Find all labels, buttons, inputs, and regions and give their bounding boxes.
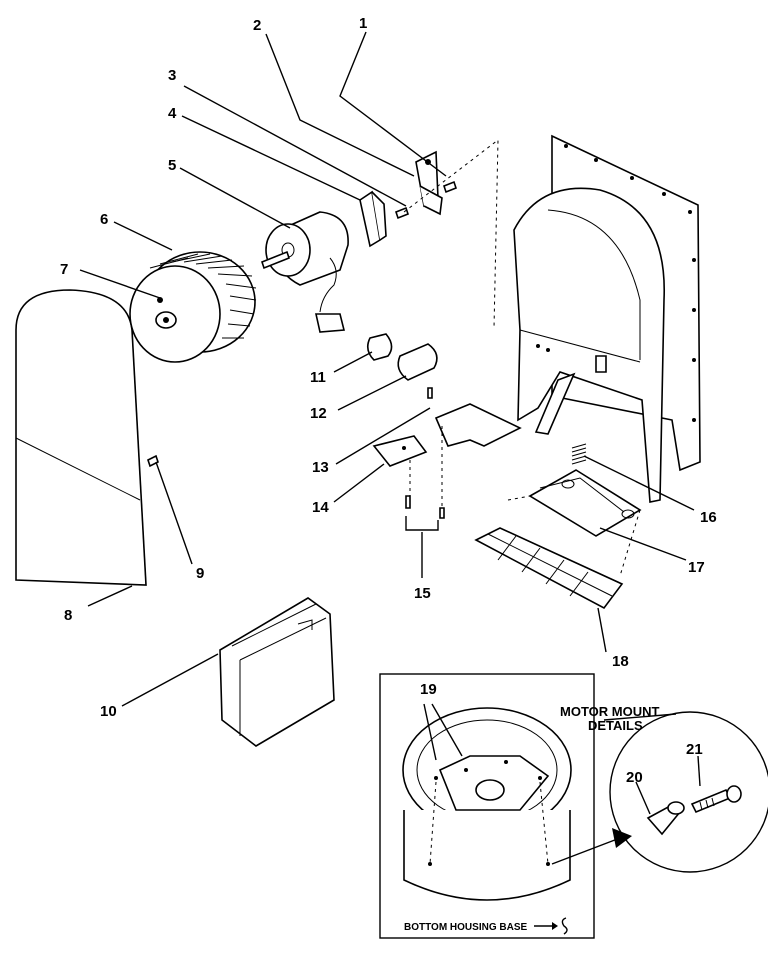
leader-lines	[79, 31, 701, 815]
label-7: 7	[60, 261, 68, 278]
motor	[261, 211, 349, 333]
label-14: 14	[312, 499, 329, 516]
bracket-bolt	[395, 206, 409, 220]
motor-mount-title-line1: MOTOR MOUNT	[560, 704, 659, 719]
label-3: 3	[168, 67, 176, 84]
label-17: 17	[688, 559, 705, 576]
switch-plate	[372, 435, 428, 467]
label-18: 18	[612, 653, 629, 670]
filter-box	[219, 597, 335, 747]
label-16: 16	[700, 509, 717, 526]
bottom-housing-inset	[379, 673, 632, 939]
motor-mount-grommet	[646, 801, 685, 836]
label-4: 4	[168, 105, 177, 122]
label-6: 6	[100, 211, 108, 228]
capacitor-clip	[366, 333, 393, 361]
label-2: 2	[253, 17, 261, 34]
mounting-screws	[405, 387, 445, 519]
motor-mount-title-line2: DETAILS	[588, 718, 643, 733]
grille	[474, 527, 624, 610]
label-1: 1	[359, 15, 367, 32]
label-21: 21	[686, 741, 703, 758]
label-10: 10	[100, 703, 117, 720]
cover-screw	[147, 454, 159, 468]
label-12: 12	[310, 405, 327, 422]
label-8: 8	[64, 607, 72, 624]
blower-housing	[513, 134, 701, 503]
label-19: 19	[420, 681, 437, 698]
arrow-hook-icon	[534, 917, 568, 935]
label-13: 13	[312, 459, 329, 476]
part-labels: 1 2 3 4 5 6 7 8 9 10 11 12 13 14 15 16 1…	[60, 15, 717, 786]
label-11: 11	[310, 369, 326, 386]
label-20: 20	[626, 769, 643, 786]
label-9: 9	[196, 565, 204, 582]
blower-wheel	[129, 251, 257, 363]
capacitor	[397, 343, 438, 381]
spring	[571, 443, 587, 465]
front-cover-panel	[15, 289, 147, 586]
motor-mount-stud	[690, 785, 742, 814]
label-15: 15	[414, 585, 431, 602]
filter-tray	[507, 469, 642, 577]
motor-bracket	[359, 190, 387, 248]
control-board-plate	[434, 403, 522, 447]
bracket-screw	[443, 180, 457, 194]
motor-mount-details	[603, 711, 768, 873]
label-5: 5	[168, 157, 176, 174]
mounting-bracket	[415, 150, 443, 216]
bottom-housing-caption: BOTTOM HOUSING BASE	[404, 922, 527, 933]
